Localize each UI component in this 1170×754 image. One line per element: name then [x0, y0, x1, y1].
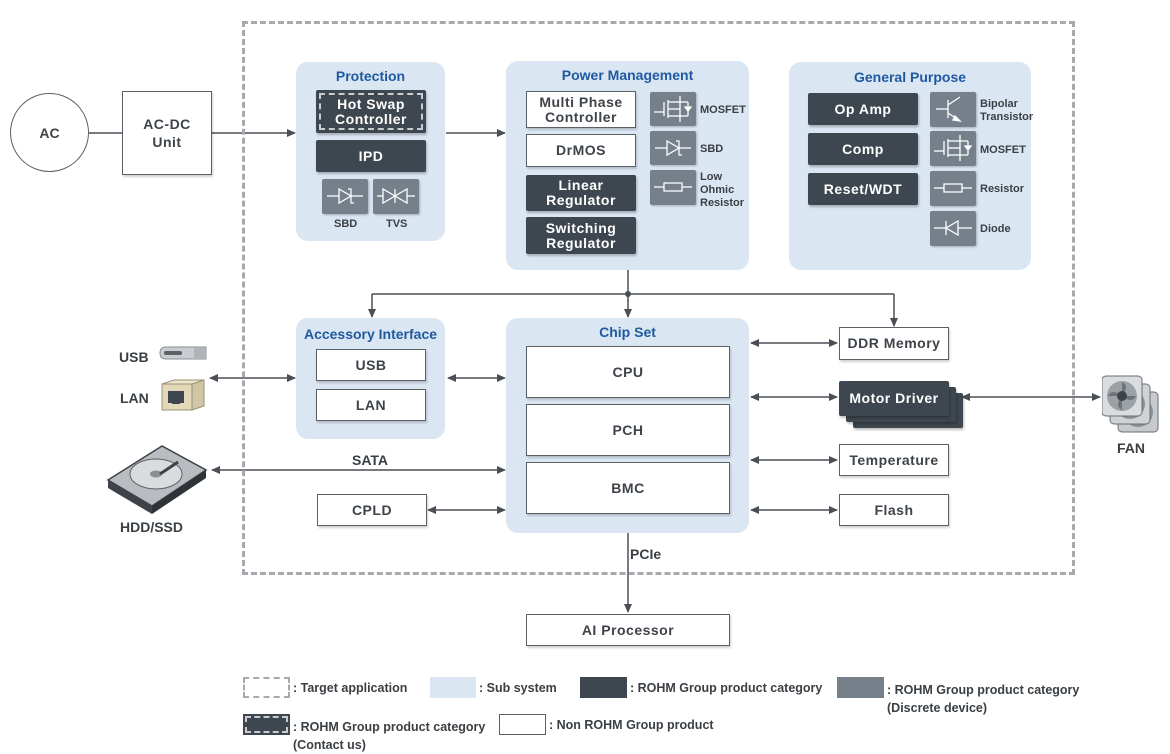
temperature-label: Temperature — [849, 451, 939, 468]
pch-label: PCH — [612, 421, 644, 438]
fan-icon — [1101, 374, 1162, 438]
general-resistor-label: Resistor — [980, 183, 1025, 195]
accessory-lan-label: LAN — [355, 396, 387, 413]
legend-rohm-label: : ROHM Group product category — [630, 681, 823, 695]
legend-sub-swatch — [430, 677, 476, 698]
sbd-symbol-icon — [322, 179, 368, 214]
motor-driver-label: Motor Driver — [849, 390, 939, 406]
ddr-memory-box: DDR Memory — [839, 327, 949, 360]
acdc-unit: AC-DC Unit — [122, 91, 212, 175]
op-amp-label: Op Amp — [834, 100, 892, 117]
comp-box: Comp — [808, 133, 918, 165]
cpld-label: CPLD — [351, 501, 393, 518]
op-amp-box: Op Amp — [808, 93, 918, 125]
ddr-memory-label: DDR Memory — [847, 335, 941, 351]
motor-driver-box: Motor Driver — [839, 381, 949, 416]
switching-regulator: Switching Regulator — [526, 217, 636, 254]
tvs-symbol-icon — [373, 179, 419, 214]
legend-discrete-swatch — [837, 677, 884, 698]
cpu-box: CPU — [526, 346, 730, 398]
ai-processor-label: AI Processor — [581, 621, 675, 638]
sbd-symbol-icon — [650, 131, 696, 165]
bipolar-transistor-symbol-icon — [930, 92, 976, 127]
linear-regulator: Linear Regulator — [526, 175, 636, 211]
temperature-box: Temperature — [839, 444, 949, 476]
general-diode-label: Diode — [980, 223, 1011, 235]
comp-label: Comp — [842, 140, 884, 157]
multi-phase-label: Multi Phase Controller — [539, 93, 623, 125]
protection-title: Protection — [335, 68, 406, 84]
legend-target-label: : Target application — [293, 681, 408, 695]
legend-target-swatch — [243, 677, 290, 698]
flash-label: Flash — [874, 501, 914, 518]
bmc-label: BMC — [611, 479, 645, 496]
ac-source: AC — [10, 93, 89, 172]
multi-phase-controller: Multi Phase Controller — [526, 91, 636, 128]
mosfet-symbol-icon — [930, 131, 976, 166]
accessory-lan-box: LAN — [316, 389, 426, 421]
switching-regulator-label: Switching Regulator — [545, 219, 617, 251]
legend-contact-swatch — [243, 714, 290, 735]
protection-tvs-label: TVS — [386, 218, 408, 230]
ai-processor-box: AI Processor — [526, 614, 730, 646]
resistor-symbol-icon — [650, 170, 696, 205]
ext-usb-label: USB — [119, 349, 149, 365]
reset-wdt-label: Reset/WDT — [823, 180, 903, 197]
bmc-box: BMC — [526, 462, 730, 514]
accessory-interface-title: Accessory Interface — [303, 326, 438, 342]
cpu-label: CPU — [612, 363, 644, 380]
legend-rohm-swatch — [580, 677, 627, 698]
general-purpose-title: General Purpose — [853, 69, 967, 85]
power-sbd-label: SBD — [700, 143, 724, 155]
acdc-unit-label: AC-DC Unit — [143, 116, 191, 150]
pcie-label: PCIe — [630, 546, 662, 562]
hot-swap-label: Hot Swap Controller — [335, 95, 407, 127]
mosfet-symbol-icon — [650, 92, 696, 126]
lan-port-icon — [160, 378, 206, 412]
legend-discrete-label: : ROHM Group product category (Discrete … — [887, 683, 1080, 715]
general-mosfet-label: MOSFET — [980, 144, 1026, 156]
power-management-title: Power Management — [561, 67, 694, 83]
accessory-usb-label: USB — [355, 356, 387, 373]
linear-regulator-label: Linear Regulator — [546, 177, 616, 208]
legend-non-rohm-label: : Non ROHM Group product — [549, 718, 714, 732]
target-application-boundary — [242, 21, 1075, 575]
resistor-symbol-icon — [930, 171, 976, 206]
cpld-box: CPLD — [317, 494, 427, 526]
drmos-label: DrMOS — [556, 142, 606, 158]
chipset-title: Chip Set — [599, 324, 656, 340]
hdd-icon — [104, 440, 208, 516]
power-resistor-label: Low Ohmic Resistor — [700, 171, 745, 209]
protection-sbd-label: SBD — [334, 218, 358, 230]
ac-label: AC — [39, 124, 60, 141]
flash-box: Flash — [839, 494, 949, 526]
pch-box: PCH — [526, 404, 730, 456]
sata-label: SATA — [352, 452, 389, 468]
power-mosfet-label: MOSFET — [700, 104, 746, 116]
general-bipolar-label: Bipolar Transistor — [980, 98, 1034, 123]
drmos-box: DrMOS — [526, 134, 636, 167]
ipd-box: IPD — [316, 140, 426, 172]
legend-sub-label: : Sub system — [479, 681, 557, 695]
usb-connector-icon — [158, 345, 208, 363]
accessory-usb-box: USB — [316, 349, 426, 381]
ext-fan-label: FAN — [1117, 440, 1145, 456]
diode-symbol-icon — [930, 211, 976, 246]
reset-wdt-box: Reset/WDT — [808, 173, 918, 205]
ipd-label: IPD — [358, 147, 384, 164]
legend-non-rohm-swatch — [499, 714, 546, 735]
ext-hdd-label: HDD/SSD — [120, 519, 184, 535]
legend-contact-label: : ROHM Group product category (Contact u… — [293, 720, 486, 752]
hot-swap-controller: Hot Swap Controller — [316, 90, 426, 133]
ext-lan-label: LAN — [120, 390, 149, 406]
